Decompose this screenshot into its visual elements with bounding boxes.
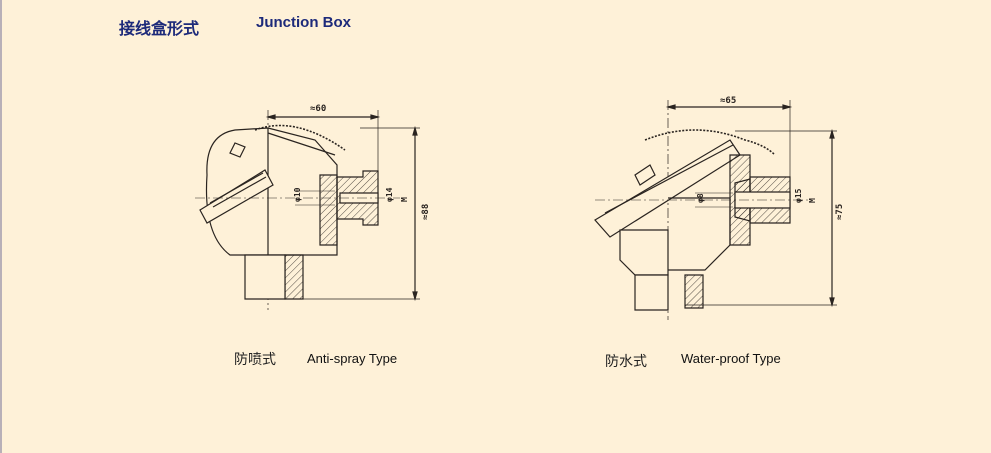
thread-label: M <box>400 197 409 202</box>
page-title-en: Junction Box <box>256 14 352 31</box>
water-proof-drawing: ≈65 ≈75 φ8 φ15 M <box>594 96 845 320</box>
bore-dim-label: φ8 <box>696 193 705 203</box>
width-dim-label: ≈60 <box>310 104 326 114</box>
bore-dim-label: φ10 <box>293 187 302 202</box>
water-proof-caption-en: Water-proof Type <box>681 351 781 366</box>
width-dim-label: ≈65 <box>720 96 736 106</box>
water-proof-caption-cn: 防水式 <box>605 354 647 370</box>
page-title-cn: 接线盒形式 <box>119 19 200 38</box>
thread-dia-label: φ15 <box>794 188 803 203</box>
anti-spray-caption-cn: 防喷式 <box>234 352 276 368</box>
anti-spray-drawing: ≈60 ≈88 φ10 φ14 M <box>195 104 431 310</box>
thread-label: M <box>808 198 817 203</box>
anti-spray-caption-en: Anti-spray Type <box>307 351 398 366</box>
page-left-border <box>0 0 2 453</box>
height-dim-label: ≈88 <box>421 204 431 220</box>
thread-dia-label: φ14 <box>385 187 394 202</box>
height-dim-label: ≈75 <box>835 204 845 220</box>
